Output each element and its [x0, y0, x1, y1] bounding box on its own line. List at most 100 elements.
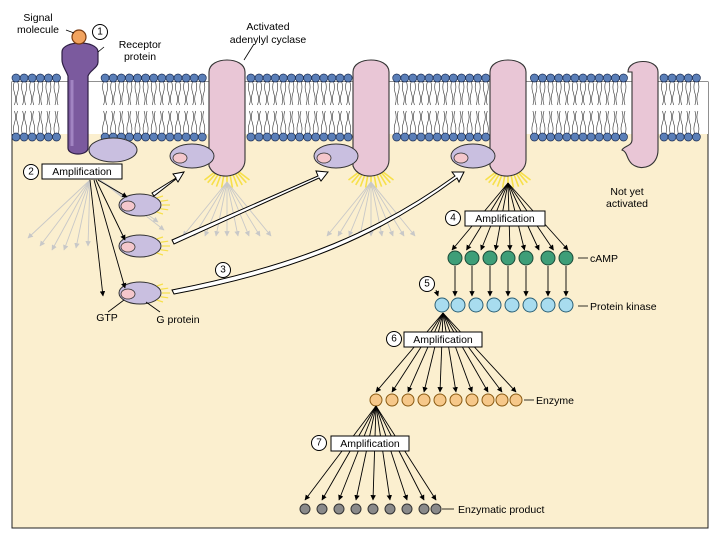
lipid-tail: [337, 80, 343, 106]
lipid-head: [692, 132, 701, 142]
lipid-head: [683, 132, 693, 142]
catalysis-arrow: [375, 405, 425, 501]
lipid-tail: [426, 110, 432, 136]
step-1-marker: 1: [92, 24, 108, 40]
gtp: [453, 152, 469, 164]
lipid-head: [327, 73, 337, 83]
lipid-head: [287, 132, 296, 142]
lipid-tail: [183, 80, 189, 106]
activation-glow: [484, 171, 497, 181]
enzyme: [465, 393, 479, 407]
lipid-head: [278, 73, 288, 83]
lipid-tail: [393, 110, 400, 136]
lipid-tail: [118, 80, 125, 106]
faded-arrow: [39, 179, 91, 247]
phosphorylation-arrow: [442, 312, 517, 393]
faded-arrow: [358, 181, 372, 237]
lipid-tail: [393, 80, 400, 106]
lipid-tail: [53, 80, 60, 106]
lipid-tail: [564, 80, 570, 106]
catalysis-arrow: [375, 405, 392, 501]
adenylyl-cyclase: [313, 59, 416, 237]
lipid-head: [432, 132, 442, 142]
activation-glow: [207, 172, 218, 184]
activation-glow: [156, 252, 164, 256]
lipid-tail: [685, 80, 692, 106]
enzymatic-product: [350, 503, 362, 515]
lipid-tail: [450, 80, 457, 106]
phosphorylation-arrow: [391, 312, 444, 393]
lipid-tail: [410, 110, 416, 136]
activation-glow: [378, 172, 387, 186]
lipid-head: [165, 73, 175, 83]
enzyme: [385, 393, 399, 407]
g-protein: [88, 137, 138, 163]
lipid-head: [449, 73, 458, 83]
lipid-head: [157, 132, 167, 142]
phosphorylation-arrow: [375, 312, 444, 393]
lipid-head: [246, 73, 256, 83]
gtp-label: GTP: [96, 312, 118, 324]
lipid-tail: [304, 80, 311, 106]
svg-text:7: 7: [316, 438, 322, 449]
lipid-head: [116, 73, 126, 83]
activation-glow: [211, 172, 220, 186]
lipid-head: [27, 132, 37, 142]
lipid-head: [278, 132, 288, 142]
lipid-tail: [329, 80, 335, 106]
adenylyl-cyclase: [450, 59, 532, 188]
faded-arrow: [182, 181, 228, 237]
lipid-tail: [555, 80, 562, 106]
lipid-head: [52, 73, 61, 83]
label-pointers: [65, 29, 588, 510]
lipid-tail: [248, 110, 254, 136]
lipid-head: [141, 73, 150, 83]
catalysis-arrow: [304, 405, 377, 501]
lipid-tail: [620, 110, 627, 136]
lipid-head: [432, 73, 442, 83]
enzymatic-product: [418, 503, 430, 515]
svg-text:Amplification: Amplification: [340, 438, 400, 450]
g-protein-with-gtp: [118, 281, 170, 305]
cyclase-body: [208, 59, 246, 177]
labels: Signal molecule Receptor protein Activat…: [17, 12, 657, 516]
protein-kinase: [486, 297, 502, 313]
lipid-tail: [191, 110, 197, 136]
lipid-tail: [167, 80, 173, 106]
lipid-tail: [418, 80, 424, 106]
lipid-tail: [199, 80, 206, 106]
lipid-tail: [191, 80, 197, 106]
lipid-tail: [693, 110, 700, 136]
lipid-tail: [580, 110, 586, 136]
lipid-tail: [531, 80, 538, 106]
lipid-tail: [304, 110, 311, 136]
lipid-head: [52, 132, 61, 142]
faded-arrow: [370, 181, 416, 237]
lipid-tail: [159, 110, 165, 136]
lipid-tail: [167, 110, 173, 136]
phosphorylation-arrow: [442, 312, 503, 393]
step-2-marker: 2: [23, 164, 39, 180]
receptor-protein-label-line2: protein: [124, 51, 156, 63]
lipid-tail: [564, 110, 570, 136]
lipid-tail: [175, 80, 181, 106]
lipid-tail: [539, 80, 546, 106]
lipid-head: [270, 132, 280, 142]
lipid-tail: [685, 110, 692, 136]
signal-molecule: [71, 29, 87, 45]
lipid-tail: [337, 110, 343, 136]
adenylyl-cyclase-label-line1: Activated: [246, 21, 289, 33]
lipid-tail: [434, 110, 440, 136]
lipid-tail: [37, 80, 44, 106]
lipid-tail: [288, 80, 295, 106]
lipid-head: [554, 73, 564, 83]
enzyme-label: Enzyme: [536, 395, 574, 407]
enzyme: [433, 393, 447, 407]
lipid-head: [570, 132, 580, 142]
lipid-head: [611, 132, 620, 142]
lipid-head: [530, 73, 539, 83]
activation-glow: [519, 171, 532, 181]
phosphorylation-arrow: [442, 312, 473, 393]
lipid-tail: [312, 110, 319, 136]
activation-glow: [517, 172, 528, 184]
